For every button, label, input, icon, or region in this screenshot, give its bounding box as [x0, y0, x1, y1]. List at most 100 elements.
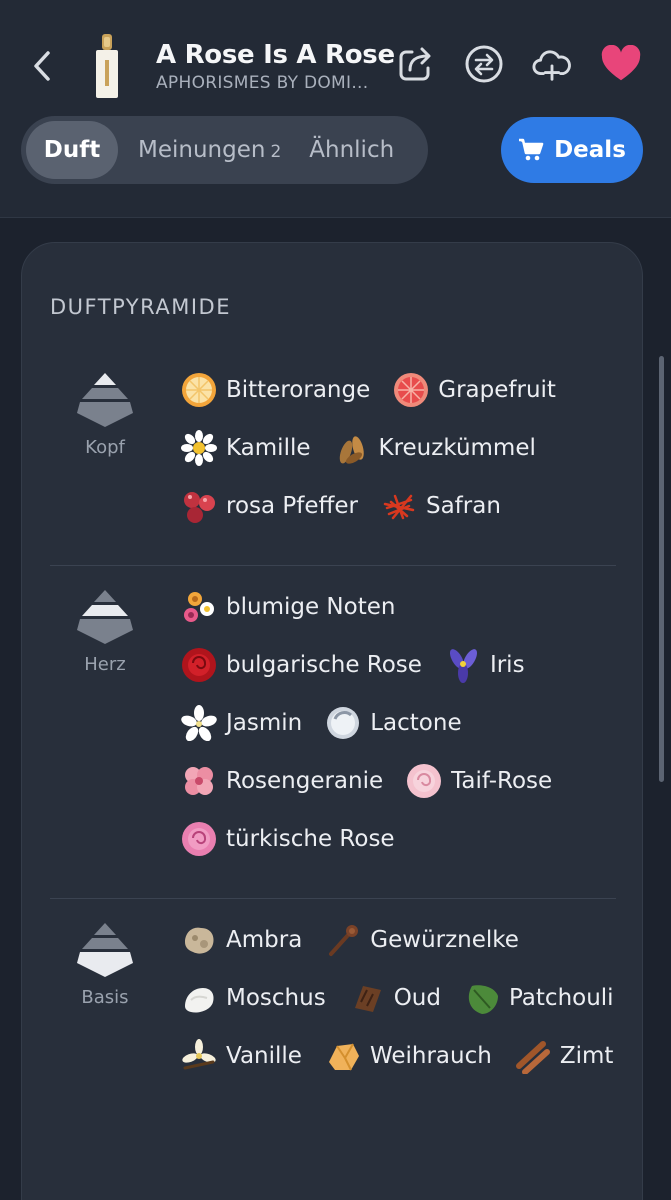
iris-icon	[444, 646, 482, 684]
note-item[interactable]: Vanille	[180, 1037, 302, 1075]
title-block: A Rose Is A Rose APHORISMES BY DOMI...	[156, 40, 395, 93]
deals-button[interactable]: Deals	[501, 117, 643, 183]
notes-list: blumige Noten bulgarische Rose Iris Jasm…	[180, 588, 620, 858]
turkish-rose-icon	[180, 820, 218, 858]
pyramid-top-icon	[77, 373, 133, 427]
scrollbar[interactable]	[659, 356, 664, 782]
floral-notes-icon	[180, 588, 218, 626]
note-item[interactable]: Ambra	[180, 921, 302, 959]
note-item[interactable]: Oud	[348, 979, 441, 1017]
level-herz: Herz	[50, 588, 160, 675]
note-item[interactable]: Kreuzkümmel	[333, 429, 536, 467]
note-item[interactable]: Kamille	[180, 429, 311, 467]
note-item[interactable]: Patchouli	[463, 979, 614, 1017]
note-item[interactable]: Jasmin	[180, 704, 302, 742]
fragrance-pyramid-card: DUFTPYRAMIDE Kopf Bitterorange Grapefrui…	[21, 242, 643, 1200]
compare-icon[interactable]	[464, 44, 504, 84]
perfume-title: A Rose Is A Rose	[156, 40, 395, 70]
app-header: A Rose Is A Rose APHORISMES BY DOMI... D…	[0, 0, 671, 218]
tab-duft-label: Duft	[43, 137, 101, 163]
saffron-icon	[380, 487, 418, 525]
note-item[interactable]: Safran	[380, 487, 501, 525]
note-label: blumige Noten	[226, 594, 396, 620]
chamomile-icon	[180, 429, 218, 467]
note-item[interactable]: bulgarische Rose	[180, 646, 422, 684]
tab-duft[interactable]: Duft	[26, 121, 118, 179]
note-item[interactable]: Gewürznelke	[324, 921, 519, 959]
tab-meinungen-label: Meinungen	[138, 137, 266, 163]
note-item[interactable]: Bitterorange	[180, 371, 370, 409]
note-label: rosa Pfeffer	[226, 493, 358, 519]
share-icon[interactable]	[396, 44, 436, 84]
heart-icon[interactable]	[601, 44, 641, 84]
notes-list: Bitterorange Grapefruit Kamille Kreuzküm…	[180, 371, 620, 525]
note-label: Oud	[393, 985, 441, 1011]
note-label: Weihrauch	[369, 1043, 492, 1069]
note-item[interactable]: Rosengeranie	[180, 762, 383, 800]
lactones-icon	[324, 704, 362, 742]
note-item[interactable]: türkische Rose	[180, 820, 395, 858]
note-label: Iris	[489, 652, 525, 678]
brand-subtitle[interactable]: APHORISMES BY DOMI...	[156, 73, 369, 93]
tab-bar: Duft Meinungen 2 Ähnlich	[21, 116, 428, 184]
ambergris-icon	[180, 921, 218, 959]
cumin-icon	[333, 429, 371, 467]
grapefruit-icon	[392, 371, 430, 409]
bitter-orange-icon	[180, 371, 218, 409]
tab-aehnlich[interactable]: Ähnlich	[295, 121, 408, 179]
pyramid-title: DUFTPYRAMIDE	[50, 295, 231, 319]
note-label: türkische Rose	[226, 826, 395, 852]
pink-pepper-icon	[180, 487, 218, 525]
note-label: Zimt	[559, 1043, 614, 1069]
patchouli-icon	[463, 979, 501, 1017]
rose-geranium-icon	[180, 762, 218, 800]
perfume-bottle-image	[88, 32, 126, 100]
note-label: Kamille	[226, 435, 311, 461]
note-label: Bitterorange	[226, 377, 371, 403]
jasmine-icon	[180, 704, 218, 742]
note-label: Moschus	[226, 985, 326, 1011]
pyramid-middle-icon	[77, 590, 133, 644]
note-label: Ambra	[226, 927, 303, 953]
notes-list: Ambra Gewürznelke Moschus Oud Patchouli …	[180, 921, 620, 1075]
note-label: Grapefruit	[438, 377, 556, 403]
cloud-add-icon[interactable]	[532, 44, 572, 84]
note-item[interactable]: rosa Pfeffer	[180, 487, 358, 525]
note-item[interactable]: Grapefruit	[392, 371, 556, 409]
note-label: Patchouli	[508, 985, 614, 1011]
note-item[interactable]: Lactone	[324, 704, 462, 742]
level-label: Herz	[84, 654, 126, 675]
bulgarian-rose-icon	[180, 646, 218, 684]
note-item[interactable]: Moschus	[180, 979, 326, 1017]
tab-aehnlich-label: Ähnlich	[309, 137, 395, 163]
note-label: Kreuzkümmel	[378, 435, 536, 461]
note-label: Lactone	[370, 710, 462, 736]
back-chevron-icon[interactable]	[26, 48, 58, 84]
level-kopf: Kopf	[50, 371, 160, 458]
note-label: Gewürznelke	[370, 927, 519, 953]
note-item[interactable]: Iris	[444, 646, 525, 684]
level-basis: Basis	[50, 921, 160, 1008]
cinnamon-icon	[514, 1037, 552, 1075]
clove-icon	[324, 921, 362, 959]
tab-meinungen[interactable]: Meinungen 2	[124, 121, 295, 179]
level-divider	[50, 898, 616, 899]
level-label: Kopf	[85, 437, 125, 458]
tab-meinungen-count: 2	[270, 142, 282, 162]
deals-label: Deals	[554, 137, 626, 163]
note-item[interactable]: Weihrauch	[324, 1037, 492, 1075]
note-item[interactable]: blumige Noten	[180, 588, 395, 626]
note-item[interactable]: Taif-Rose	[405, 762, 552, 800]
level-divider	[50, 565, 616, 566]
taif-rose-icon	[405, 762, 443, 800]
note-label: Vanille	[226, 1043, 302, 1069]
note-item[interactable]: Zimt	[514, 1037, 614, 1075]
oud-icon	[348, 979, 386, 1017]
frankincense-icon	[324, 1037, 362, 1075]
note-label: Rosengeranie	[226, 768, 384, 794]
vanilla-icon	[180, 1037, 218, 1075]
note-label: Taif-Rose	[451, 768, 553, 794]
musk-icon	[180, 979, 218, 1017]
pyramid-base-icon	[77, 923, 133, 977]
note-label: Safran	[425, 493, 501, 519]
